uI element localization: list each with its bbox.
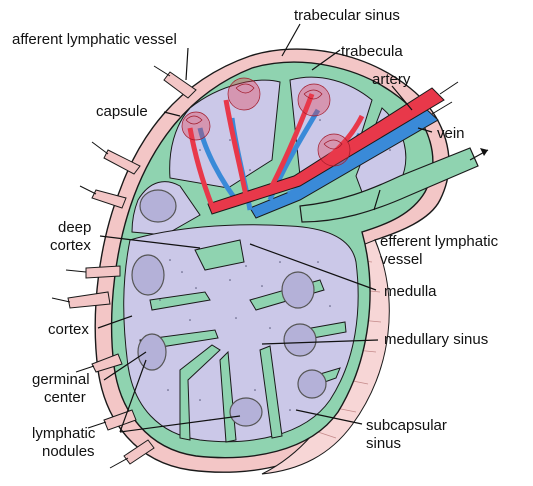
label-deep-cortex-1: deep <box>58 219 91 236</box>
label-subcapsular-sinus-2: sinus <box>366 435 401 452</box>
label-cortex: cortex <box>48 321 89 338</box>
label-efferent-lymphatic-vessel-2: vessel <box>380 251 423 268</box>
label-germinal-center-2: center <box>44 389 86 406</box>
label-medullary-sinus: medullary sinus <box>384 331 488 348</box>
label-afferent-lymphatic-vessel: afferent lymphatic vessel <box>12 31 177 48</box>
label-germinal-center-1: germinal <box>32 371 90 388</box>
label-efferent-lymphatic-vessel-1: efferent lymphatic <box>380 233 499 250</box>
label-medulla: medulla <box>384 283 437 300</box>
label-lymphatic-nodules-2: nodules <box>42 443 95 460</box>
label-artery: artery <box>372 71 411 88</box>
label-capsule: capsule <box>96 103 148 120</box>
label-trabecula: trabecula <box>341 43 403 60</box>
label-subcapsular-sinus-1: subcapsular <box>366 417 447 434</box>
label-vein: vein <box>437 125 465 142</box>
label-deep-cortex-2: cortex <box>50 237 91 254</box>
label-lymphatic-nodules-1: lymphatic <box>32 425 96 442</box>
label-trabecular-sinus: trabecular sinus <box>294 7 400 24</box>
